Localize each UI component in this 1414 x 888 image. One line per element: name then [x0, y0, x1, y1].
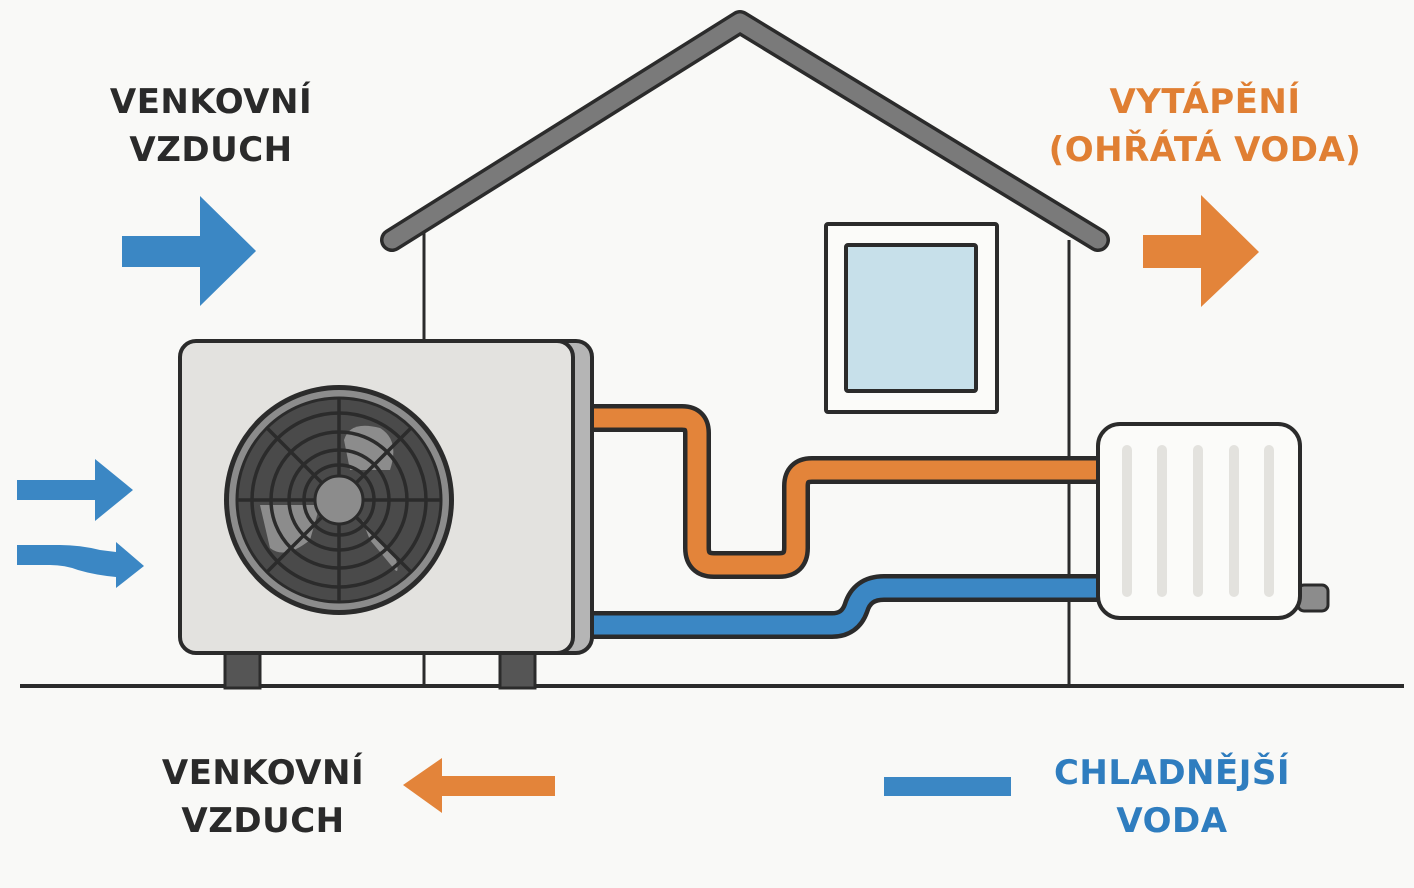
house [380, 10, 1110, 686]
label-cold-water-line2: VODA [1116, 801, 1228, 841]
cold-water-legend-bar [884, 777, 1011, 796]
label-outdoor-air-in-line2: VZDUCH [129, 130, 293, 170]
radiator-valve [1296, 583, 1330, 613]
house-roof [383, 13, 1107, 249]
air-in-arrow-icon [122, 196, 256, 306]
label-outdoor-air-out: VENKOVNÍ VZDUCH [148, 749, 378, 845]
label-heating-line1: VYTÁPĚNÍ [1109, 82, 1301, 122]
label-outdoor-air-out-line2: VZDUCH [181, 801, 345, 841]
label-cold-water: CHLADNĚJŠÍ VODA [1032, 749, 1312, 845]
heat-pump-unit [178, 339, 594, 690]
fan-blade [260, 505, 320, 553]
air-in-arrow-icon [17, 459, 133, 521]
heating-arrow-icon [1143, 195, 1259, 307]
label-cold-water-line1: CHLADNĚJŠÍ [1053, 753, 1291, 793]
label-outdoor-air-in: VENKOVNÍ VZDUCH [96, 78, 326, 174]
fan-hub [313, 474, 365, 526]
air-out-arrow-icon [403, 758, 555, 813]
label-heating-line2: (OHŘÁTÁ VODA) [1048, 130, 1362, 170]
return-pipe [592, 574, 1100, 639]
label-outdoor-air-out-line1: VENKOVNÍ [161, 753, 365, 793]
fan [224, 385, 454, 615]
radiator-fins [1122, 445, 1274, 597]
radiator [1096, 422, 1330, 620]
label-outdoor-air-in-line1: VENKOVNÍ [109, 82, 313, 122]
window-glass [844, 243, 978, 393]
label-heating: VYTÁPĚNÍ (OHŘÁTÁ VODA) [1040, 78, 1370, 174]
unit-leg-right [498, 650, 537, 690]
air-in-wavy-arrow-icon [17, 542, 144, 588]
unit-leg-left [223, 650, 262, 690]
supply-pipe [592, 404, 1100, 579]
house-roof-outline [380, 10, 1110, 252]
